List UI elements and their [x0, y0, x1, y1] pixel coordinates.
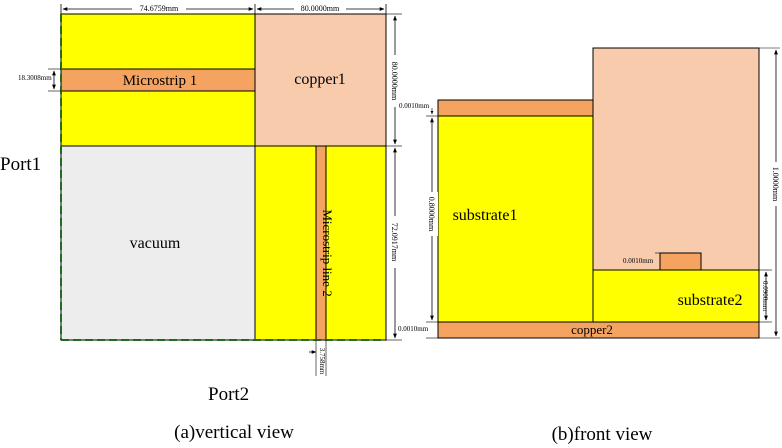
- vacuum-label: vacuum: [130, 235, 181, 252]
- substrate2-label: substrate2: [678, 292, 743, 309]
- copper-block-region: [592, 47, 760, 271]
- substrate1-region: [437, 115, 594, 323]
- dim-top-left-width: 74.6759mm: [140, 4, 179, 13]
- dim-substrate2-height: 0.0900mm: [761, 281, 769, 312]
- dim-copper1-height: 80.0000mm: [390, 62, 399, 101]
- vacuum-region: [60, 145, 256, 341]
- front-view-caption: (b)front view: [552, 424, 653, 445]
- dim-microstrip2-width: 3.758mm: [318, 348, 326, 375]
- dim-top-strip-thickness: 0.0010mm: [399, 102, 430, 110]
- microstrip1-label: Microstrip 1: [123, 73, 198, 89]
- substrate2-region: [592, 269, 760, 323]
- microstrip2-label: Microstrip line 2: [320, 209, 335, 296]
- copper2-label: copper2: [571, 322, 613, 337]
- dim-top-right-width: 80.0000mm: [301, 4, 340, 13]
- dim-substrate1-height: 0.8000mm: [427, 197, 436, 232]
- copper1-region: [254, 13, 387, 147]
- dim-bottom-copper-thickness: 0.0010mm: [398, 325, 429, 333]
- vertical-view: Microstrip 1 copper1 vacuum Microstrip l…: [0, 3, 402, 443]
- vertical-view-caption: (a)vertical view: [174, 422, 294, 443]
- copper1-label: copper1: [294, 71, 346, 88]
- dim-small-strip-thickness: 0.0010mm: [623, 257, 654, 265]
- dim-total-height: 1.0000mm: [771, 167, 780, 202]
- front-view: substrate1 substrate2 copper2 0.0010mm 0…: [398, 47, 782, 445]
- front-top-strip: [437, 99, 594, 117]
- front-small-strip: [659, 252, 702, 271]
- dim-lower-right-height: 72.0917mm: [390, 223, 399, 262]
- dim-microstrip1-width: 18.3008mm: [18, 74, 52, 82]
- substrate1-label: substrate1: [453, 207, 518, 224]
- port2-label: Port2: [208, 384, 249, 405]
- port1-label: Port1: [0, 154, 41, 175]
- copper2-region: [437, 321, 760, 339]
